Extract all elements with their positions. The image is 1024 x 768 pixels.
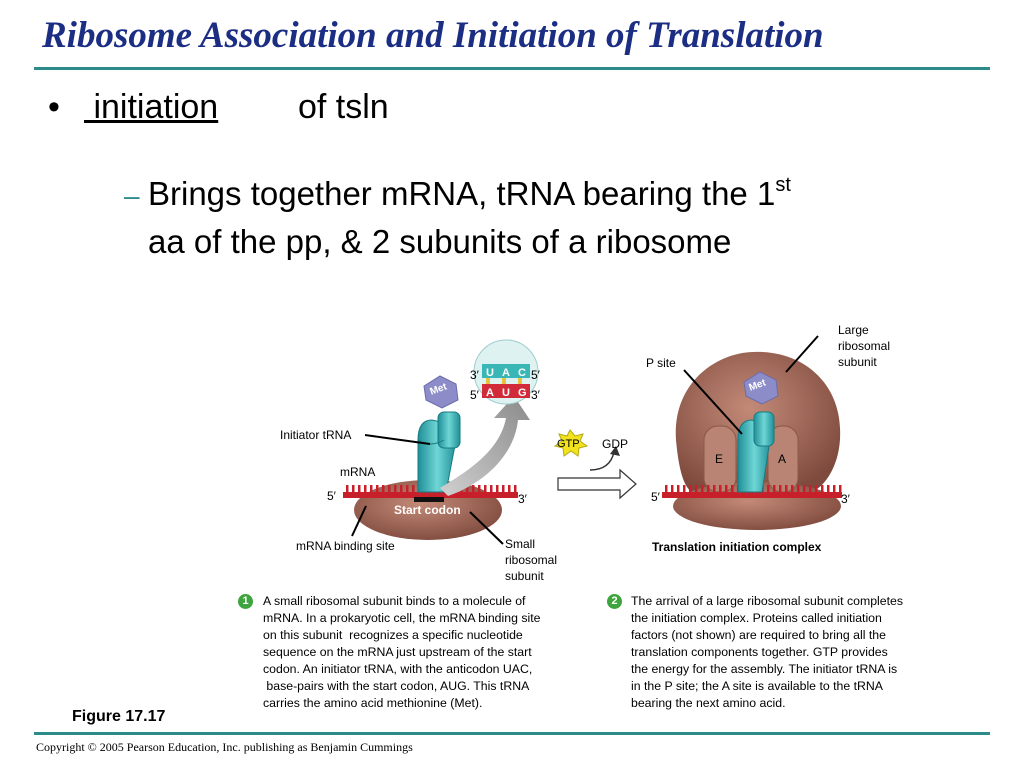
mrna-nucleotide: [406, 485, 409, 493]
mrna-nucleotide: [809, 485, 812, 493]
mrna-nucleotide: [797, 485, 800, 493]
codon-a: A: [486, 387, 494, 399]
mrna-nucleotide: [779, 485, 782, 493]
mrna-nucleotide: [394, 485, 397, 493]
label-p-site: P site: [646, 356, 676, 370]
codon-pairing-zoom: [482, 364, 530, 398]
zoom-5prime-bottom: 5′: [470, 388, 479, 402]
mrna-nucleotide: [508, 485, 511, 493]
met-hexagon-left: [423, 375, 459, 409]
mrna-nucleotide: [773, 485, 776, 493]
mrna-nucleotide: [466, 485, 469, 493]
anticodon-c: C: [518, 367, 526, 379]
mrna-nucleotide: [514, 485, 517, 493]
mrna-nucleotide: [719, 485, 722, 493]
label-a-site: A: [778, 452, 787, 466]
met-hexagon-right: [743, 371, 779, 405]
bullet-marker: •: [48, 88, 60, 126]
label-gtp: GTP: [557, 438, 580, 450]
label-initiator-trna: Initiator tRNA: [280, 428, 352, 442]
initiation-term: initiation: [84, 88, 219, 126]
zoom-arrow: [440, 396, 530, 496]
mrna-nucleotide: [827, 485, 830, 493]
figure-caption: Figure 17.17: [72, 708, 166, 725]
mrna-nucleotide: [352, 485, 355, 493]
start-codon-marker: [414, 497, 444, 502]
mrna-nucleotide: [713, 485, 716, 493]
mrna-nucleotide: [671, 485, 674, 493]
mrna-nucleotide: [665, 485, 668, 493]
anticodon-u: U: [486, 367, 494, 379]
mrna-nucleotide: [677, 485, 680, 493]
zoom-3prime-top: 3′: [470, 368, 479, 382]
footer-rule: [34, 732, 990, 735]
mrna-nucleotide: [412, 485, 415, 493]
mrna-nucleotide: [683, 485, 686, 493]
mrna-nucleotide: [689, 485, 692, 493]
mrna-nucleotide: [725, 485, 728, 493]
label-mrna: mRNA: [340, 465, 376, 479]
codon-u: U: [502, 387, 510, 399]
anticodon-a: A: [502, 367, 510, 379]
mrna-nucleotide: [785, 485, 788, 493]
mrna-nucleotide: [400, 485, 403, 493]
mrna-nucleotide: [695, 485, 698, 493]
superscript-st: st: [775, 174, 791, 196]
mrna-nucleotide: [472, 485, 475, 493]
mrna-nucleotide: [833, 485, 836, 493]
process-arrow: [557, 468, 637, 500]
label-large-subunit: Large ribosomal subunit: [838, 323, 891, 369]
label-mrna-binding-site: mRNA binding site: [296, 539, 395, 553]
slide-title: Ribosome Association and Initiation of T…: [42, 15, 824, 56]
mrna-nucleotide: [767, 485, 770, 493]
label-3prime-right: 3′: [841, 492, 850, 506]
label-5prime-left: 5′: [327, 489, 336, 503]
sub-bullet-line2: aa of the pp, & 2 subunits of a ribosome: [148, 223, 732, 260]
label-initiation-complex: Translation initiation complex: [652, 540, 822, 554]
label-small-subunit: Small ribosomal subunit: [505, 537, 558, 583]
sub-bullet-line1: Brings together mRNA, tRNA bearing the 1: [148, 175, 776, 212]
title-rule: [34, 67, 990, 70]
zoom-5prime-top: 5′: [531, 368, 540, 382]
mrna-nucleotide: [821, 485, 824, 493]
mrna-nucleotide: [376, 485, 379, 493]
mrna-nucleotide: [496, 485, 499, 493]
mrna-nucleotide: [502, 485, 505, 493]
gtp-star: [553, 429, 589, 457]
label-3prime-left: 3′: [518, 492, 527, 506]
bullet-rest: of tsln: [298, 88, 389, 126]
mrna-nucleotide: [370, 485, 373, 493]
mrna-nucleotide: [346, 485, 349, 493]
codon-g: G: [518, 387, 527, 399]
label-gdp: GDP: [602, 437, 629, 451]
mrna-nucleotide: [839, 485, 842, 493]
mrna-nucleotide: [731, 485, 734, 493]
mrna-nucleotide: [358, 485, 361, 493]
sub-bullet-marker: –: [124, 180, 140, 211]
mrna-nucleotide: [484, 485, 487, 493]
mrna-nucleotide: [815, 485, 818, 493]
label-e-site: E: [715, 452, 724, 466]
step1-description: A small ribosomal subunit binds to a mol…: [263, 594, 541, 710]
label-5prime-right: 5′: [651, 490, 660, 504]
step2-description: The arrival of a large ribosomal subunit…: [631, 594, 904, 710]
mrna-nucleotide: [490, 485, 493, 493]
mrna-nucleotide: [803, 485, 806, 493]
initiator-trna-left: [417, 411, 461, 493]
mrna-nucleotide: [382, 485, 385, 493]
mrna-nucleotide: [701, 485, 704, 493]
step1-number-badge: 1: [238, 594, 253, 609]
copyright-notice: Copyright © 2005 Pearson Education, Inc.…: [36, 740, 413, 754]
mrna-nucleotide: [791, 485, 794, 493]
gdp-arrow: [589, 451, 615, 471]
label-start-codon: Start codon: [394, 503, 461, 517]
mrna-nucleotide: [707, 485, 710, 493]
sub-bullet-text: Brings together mRNA, tRNA bearing the 1…: [148, 170, 791, 266]
mrna-nucleotide: [478, 485, 481, 493]
zoom-3prime-bottom: 3′: [531, 388, 540, 402]
mrna-nucleotide: [364, 485, 367, 493]
mrna-nucleotide: [388, 485, 391, 493]
step2-number-badge: 2: [607, 594, 622, 609]
